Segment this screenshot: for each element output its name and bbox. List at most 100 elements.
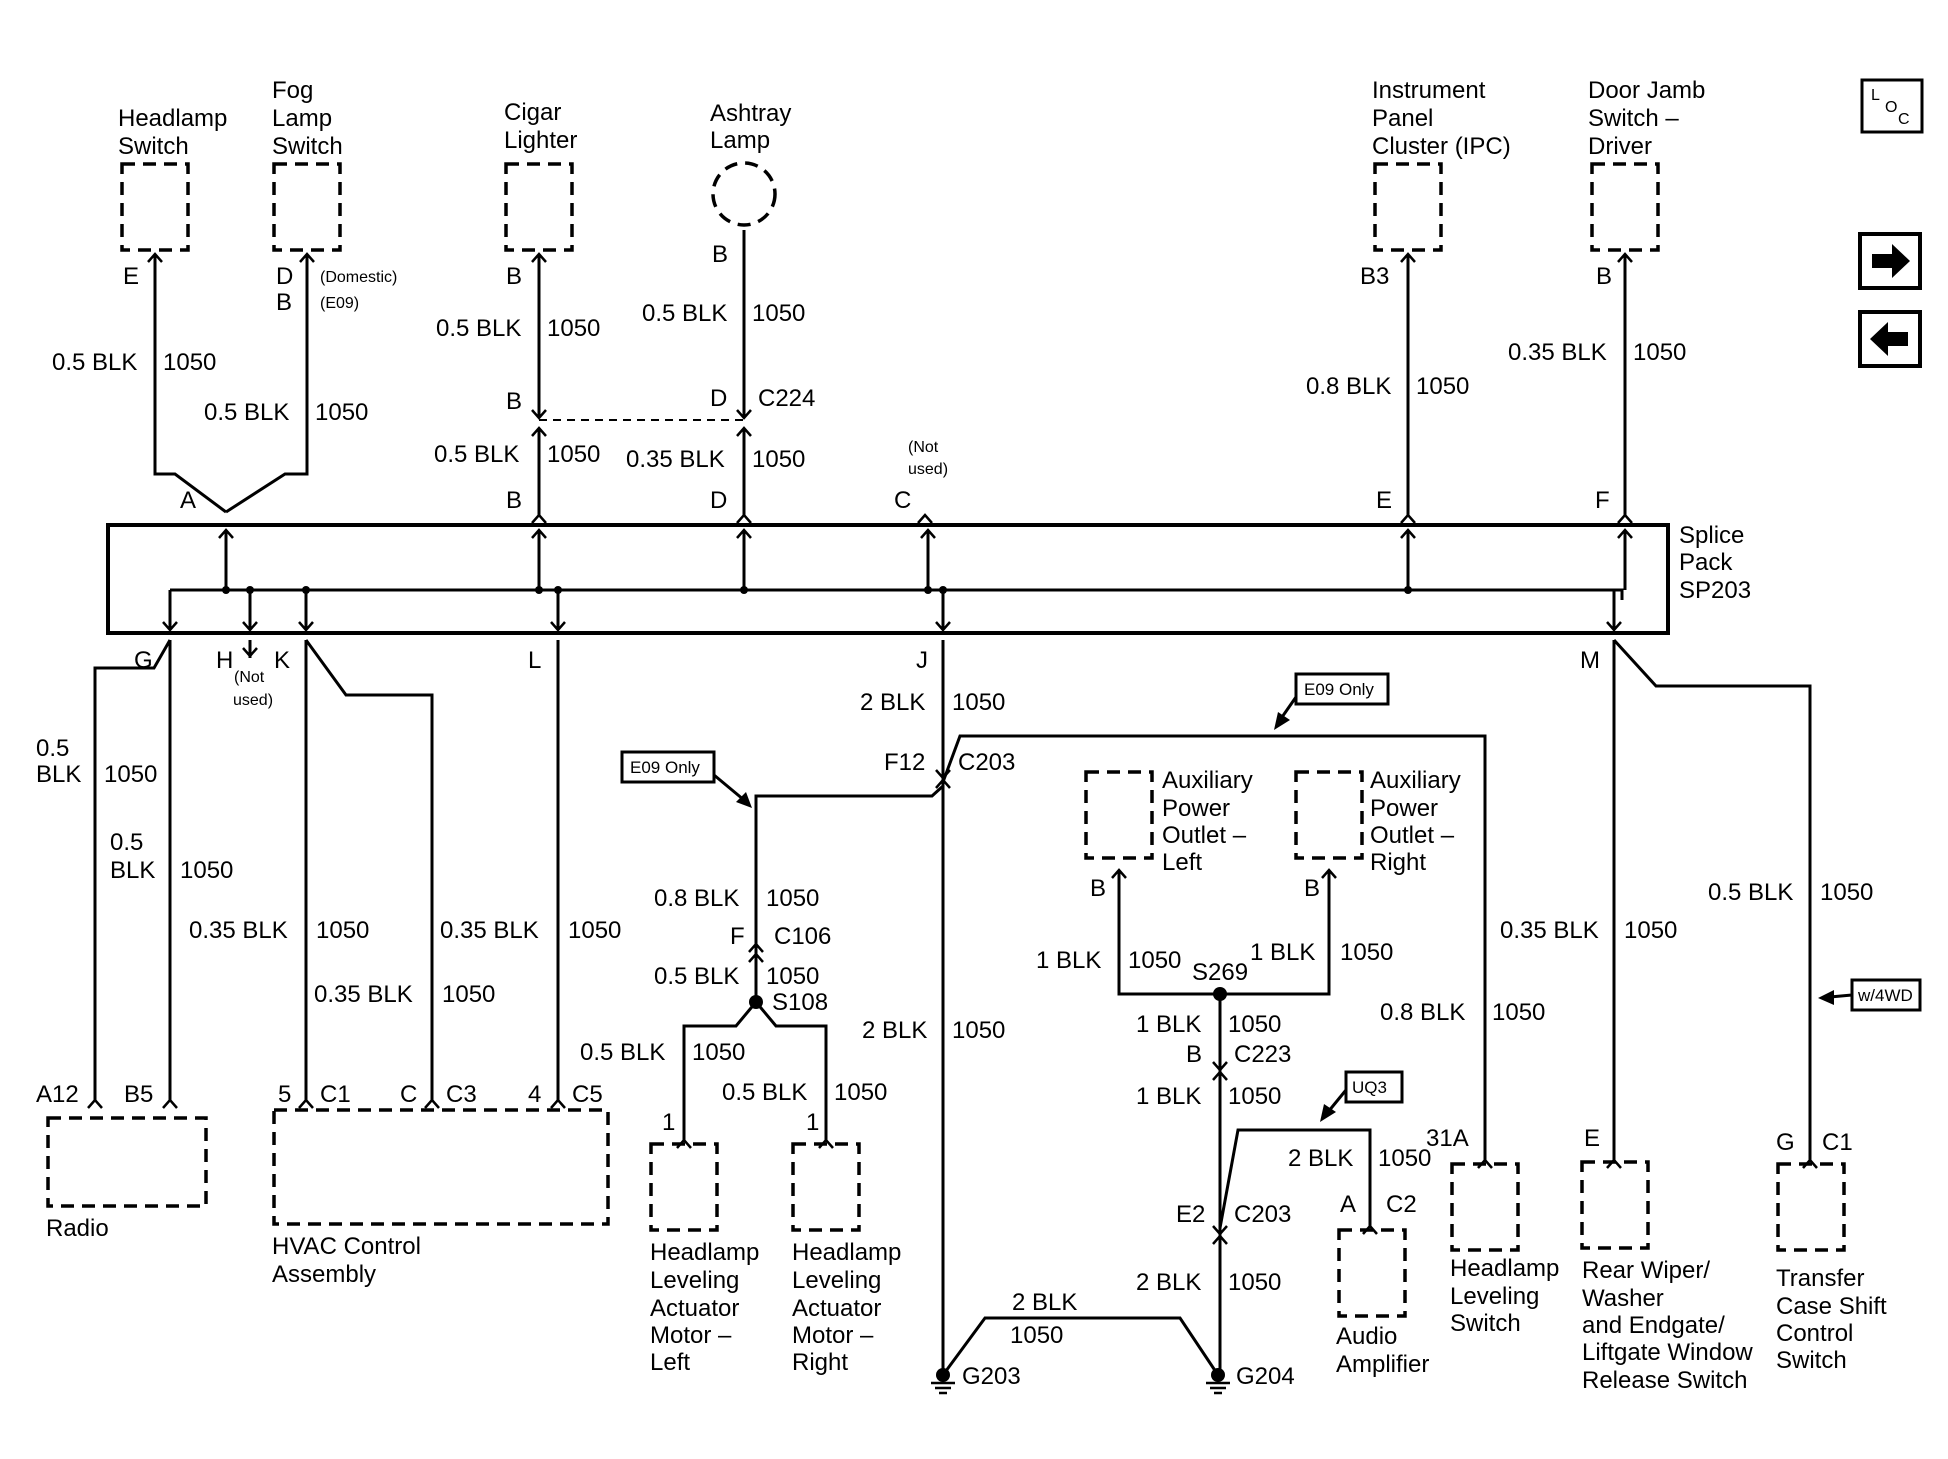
circuit-number: 1050 xyxy=(1228,1269,1281,1296)
wire-label: 0.5 BLK xyxy=(580,1039,665,1066)
circuit-number: 1050 xyxy=(1228,1083,1281,1110)
not-used-note: (Not xyxy=(908,439,939,456)
wire-label: 0.8 BLK xyxy=(1380,999,1465,1026)
splice-pack-sp203 xyxy=(106,523,1670,635)
circuit-number: 1050 xyxy=(1624,917,1677,944)
not-used-note: (Not xyxy=(234,669,265,686)
wire xyxy=(682,1001,758,1140)
pin-label: B xyxy=(506,388,522,415)
connector-icon xyxy=(736,426,752,437)
connector-icon xyxy=(147,252,163,263)
pin-label: A xyxy=(1340,1191,1356,1218)
connector-icon xyxy=(424,1098,440,1109)
audio-amplifier-box xyxy=(1337,1228,1407,1318)
pin-label: A xyxy=(180,487,196,514)
connector-icon xyxy=(1400,513,1416,524)
circuit-number: 1050 xyxy=(1820,879,1873,906)
pin-label: 5 xyxy=(278,1081,291,1108)
splice-label: S269 xyxy=(1192,959,1248,986)
wire xyxy=(1220,872,1331,996)
connector-icon xyxy=(1212,1070,1228,1081)
connector-icon xyxy=(736,513,752,524)
circuit-number: 1050 xyxy=(752,446,805,473)
circuit-number: 1050 xyxy=(547,441,600,468)
pin-label: B3 xyxy=(1360,263,1389,290)
pin-label: B xyxy=(506,487,522,514)
connector-label: C223 xyxy=(1234,1041,1291,1068)
pin-label: B xyxy=(1596,263,1612,290)
wire xyxy=(1612,638,1812,1160)
wire xyxy=(941,1316,1220,1376)
previous-page-arrow-icon[interactable] xyxy=(1858,310,1922,368)
pin-label: M xyxy=(1580,647,1600,674)
connector-label: C224 xyxy=(758,385,815,412)
wire-label: 1 BLK xyxy=(1136,1083,1201,1110)
pin-label: F12 xyxy=(884,749,925,776)
hvac-control-box xyxy=(272,1108,610,1226)
connector-icon xyxy=(1606,1158,1622,1169)
loc-icon[interactable]: L O C xyxy=(1860,78,1924,134)
connector-label: C3 xyxy=(446,1081,477,1108)
loc-c: C xyxy=(1898,111,1910,128)
pin-label: A12 xyxy=(36,1081,79,1108)
headlamp-switch-box xyxy=(120,162,190,252)
pin-label: D xyxy=(710,385,727,412)
wire xyxy=(225,255,309,514)
ground-label: G204 xyxy=(1236,1363,1295,1390)
not-used-note: used) xyxy=(233,692,273,709)
transfer-case-switch-box xyxy=(1776,1162,1846,1252)
wire-label: 0.8 BLK xyxy=(654,885,739,912)
pin-label: 31A xyxy=(1426,1125,1469,1152)
wire-label: 2 BLK xyxy=(1288,1145,1353,1172)
connector-icon xyxy=(1111,868,1127,879)
pin-label: B xyxy=(1090,875,1106,902)
pin-label: E2 xyxy=(1176,1201,1205,1228)
connector-icon xyxy=(87,1098,103,1109)
ipc-box xyxy=(1373,162,1443,252)
connector-label: C203 xyxy=(958,749,1015,776)
connector-icon xyxy=(242,647,258,658)
splice-pack-bus xyxy=(162,528,1633,632)
pin-label: E xyxy=(123,263,139,290)
uq3-flag: UQ3 xyxy=(1320,1070,1404,1122)
connector-icon xyxy=(917,513,933,524)
not-used-note: used) xyxy=(908,461,948,478)
circuit-number: 1050 xyxy=(316,917,369,944)
hl-actuator-right-box xyxy=(791,1142,861,1232)
wire-label: 0.5 BLK xyxy=(722,1079,807,1106)
aux-outlet-right-box xyxy=(1294,770,1364,860)
connector-label: C1 xyxy=(320,1081,351,1108)
pin-label: E xyxy=(1584,1125,1600,1152)
circuit-number: 1050 xyxy=(1228,1011,1281,1038)
hl-actuator-left-box xyxy=(649,1142,719,1232)
circuit-number: 1050 xyxy=(180,857,233,884)
wire-label: BLK xyxy=(36,761,81,788)
connector-icon xyxy=(1321,868,1337,879)
circuit-number: 1050 xyxy=(692,1039,745,1066)
w4wd-flag: w/4WD xyxy=(1818,978,1922,1012)
wire-label: 0.5 BLK xyxy=(1708,879,1793,906)
wire-label: 0.35 BLK xyxy=(189,917,288,944)
circuit-number: 1050 xyxy=(163,349,216,376)
pin-label: J xyxy=(916,647,928,674)
pin-label: B xyxy=(1304,875,1320,902)
circuit-number: 1050 xyxy=(442,981,495,1008)
svg-text:E09 Only: E09 Only xyxy=(1304,680,1374,699)
wire-label: 0.5 BLK xyxy=(642,300,727,327)
next-page-arrow-icon[interactable] xyxy=(1858,232,1922,290)
wire-label: 0.5 BLK xyxy=(204,399,289,426)
svg-text:UQ3: UQ3 xyxy=(1352,1078,1387,1097)
circuit-number: 1050 xyxy=(315,399,368,426)
wire-label: 0.35 BLK xyxy=(440,917,539,944)
splice-label: S108 xyxy=(772,989,828,1016)
connector-icon xyxy=(1400,252,1416,263)
wire-label: 0.8 BLK xyxy=(1306,373,1391,400)
pin-label: F xyxy=(730,923,745,950)
circuit-number: 1050 xyxy=(547,315,600,342)
